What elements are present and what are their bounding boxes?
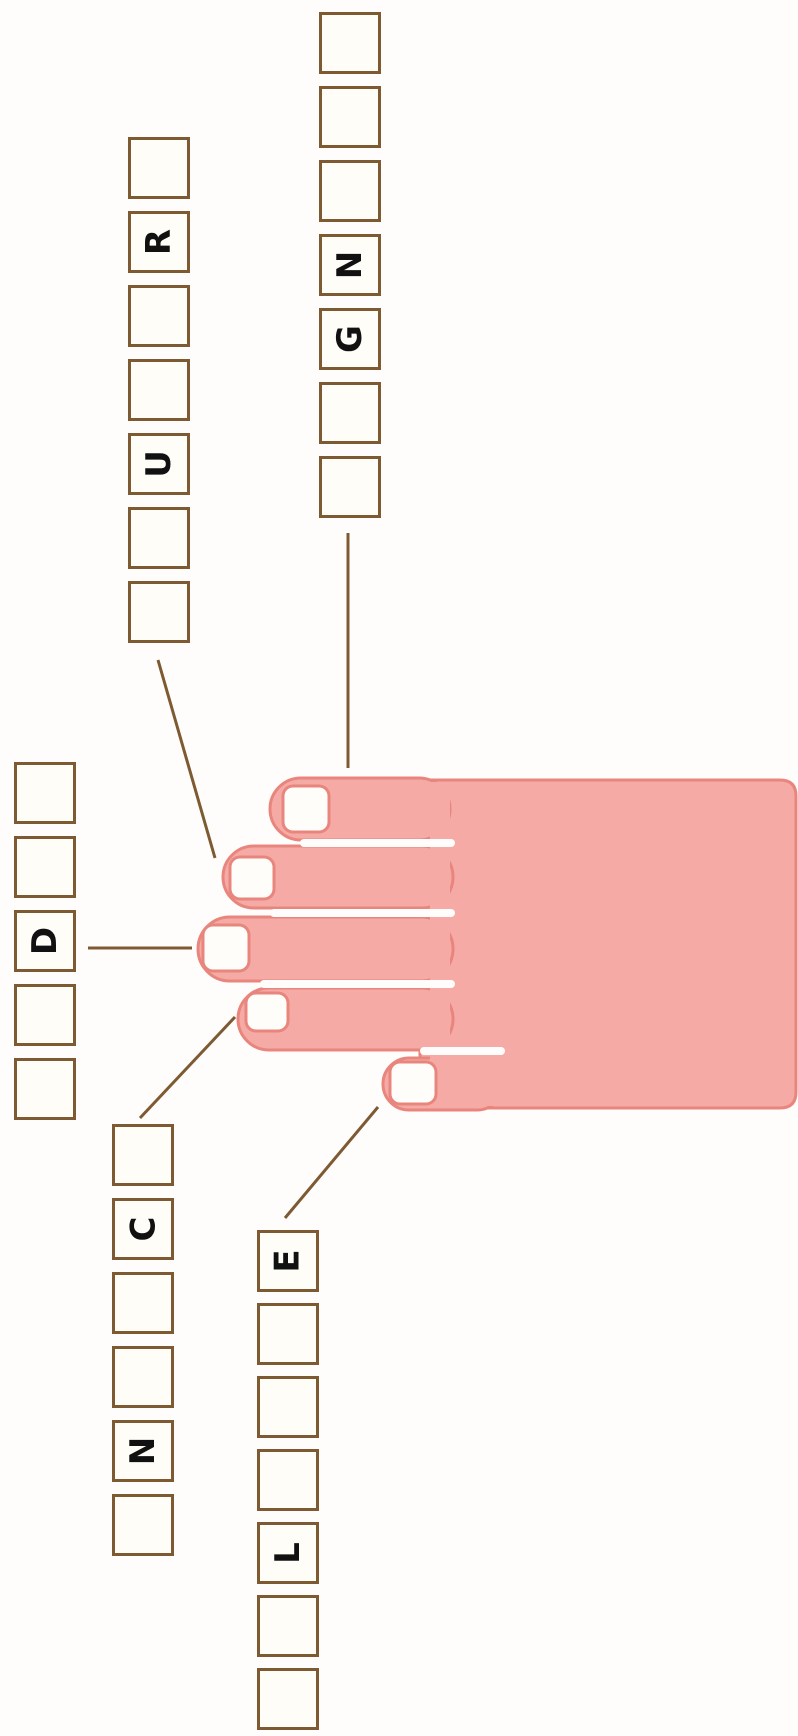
letter-box[interactable]: C [112, 1198, 174, 1260]
letter-box[interactable]: U [128, 433, 190, 495]
letter: G [329, 325, 370, 353]
letter-box[interactable] [257, 1668, 319, 1730]
letter-box[interactable]: E [257, 1230, 319, 1292]
letter: N [330, 250, 370, 280]
pinky-nail [388, 1060, 438, 1106]
letter-box[interactable]: N [319, 234, 381, 296]
letter-box[interactable] [128, 285, 190, 347]
letter-box[interactable] [14, 984, 76, 1046]
letter: D [24, 926, 65, 956]
letter-box[interactable] [257, 1449, 319, 1511]
letter-box[interactable] [112, 1346, 174, 1408]
letter-box[interactable] [319, 456, 381, 518]
letter-box[interactable] [319, 160, 381, 222]
index-nail [228, 855, 276, 901]
letter-box[interactable] [319, 12, 381, 74]
letter-box[interactable]: G [319, 308, 381, 370]
letter-box[interactable] [112, 1272, 174, 1334]
letter: E [267, 1249, 308, 1273]
letter-box[interactable] [257, 1376, 319, 1438]
letter-box[interactable] [257, 1303, 319, 1365]
letter: L [267, 1542, 308, 1564]
letter: R [139, 228, 179, 256]
letter-box[interactable]: R [128, 211, 190, 273]
letter-box[interactable] [128, 581, 190, 643]
ring-nail [244, 991, 290, 1033]
letter-box[interactable] [128, 507, 190, 569]
letter-box[interactable] [128, 359, 190, 421]
letter-box[interactable] [112, 1494, 174, 1556]
letter-box[interactable] [128, 137, 190, 199]
letter-box[interactable] [319, 86, 381, 148]
letter-box[interactable] [112, 1124, 174, 1186]
letter: N [123, 1436, 163, 1466]
letter-box[interactable]: L [257, 1522, 319, 1584]
letter-box[interactable]: N [112, 1420, 174, 1482]
letter-box[interactable] [14, 836, 76, 898]
letter-box[interactable] [257, 1595, 319, 1657]
letter-box[interactable]: D [14, 910, 76, 972]
letter-box[interactable] [14, 1058, 76, 1120]
letter: C [122, 1216, 163, 1242]
middle-nail [201, 923, 251, 973]
thumb-nail [281, 784, 331, 834]
letter-box[interactable] [14, 762, 76, 824]
letter-box[interactable] [319, 382, 381, 444]
letter: U [138, 450, 179, 478]
